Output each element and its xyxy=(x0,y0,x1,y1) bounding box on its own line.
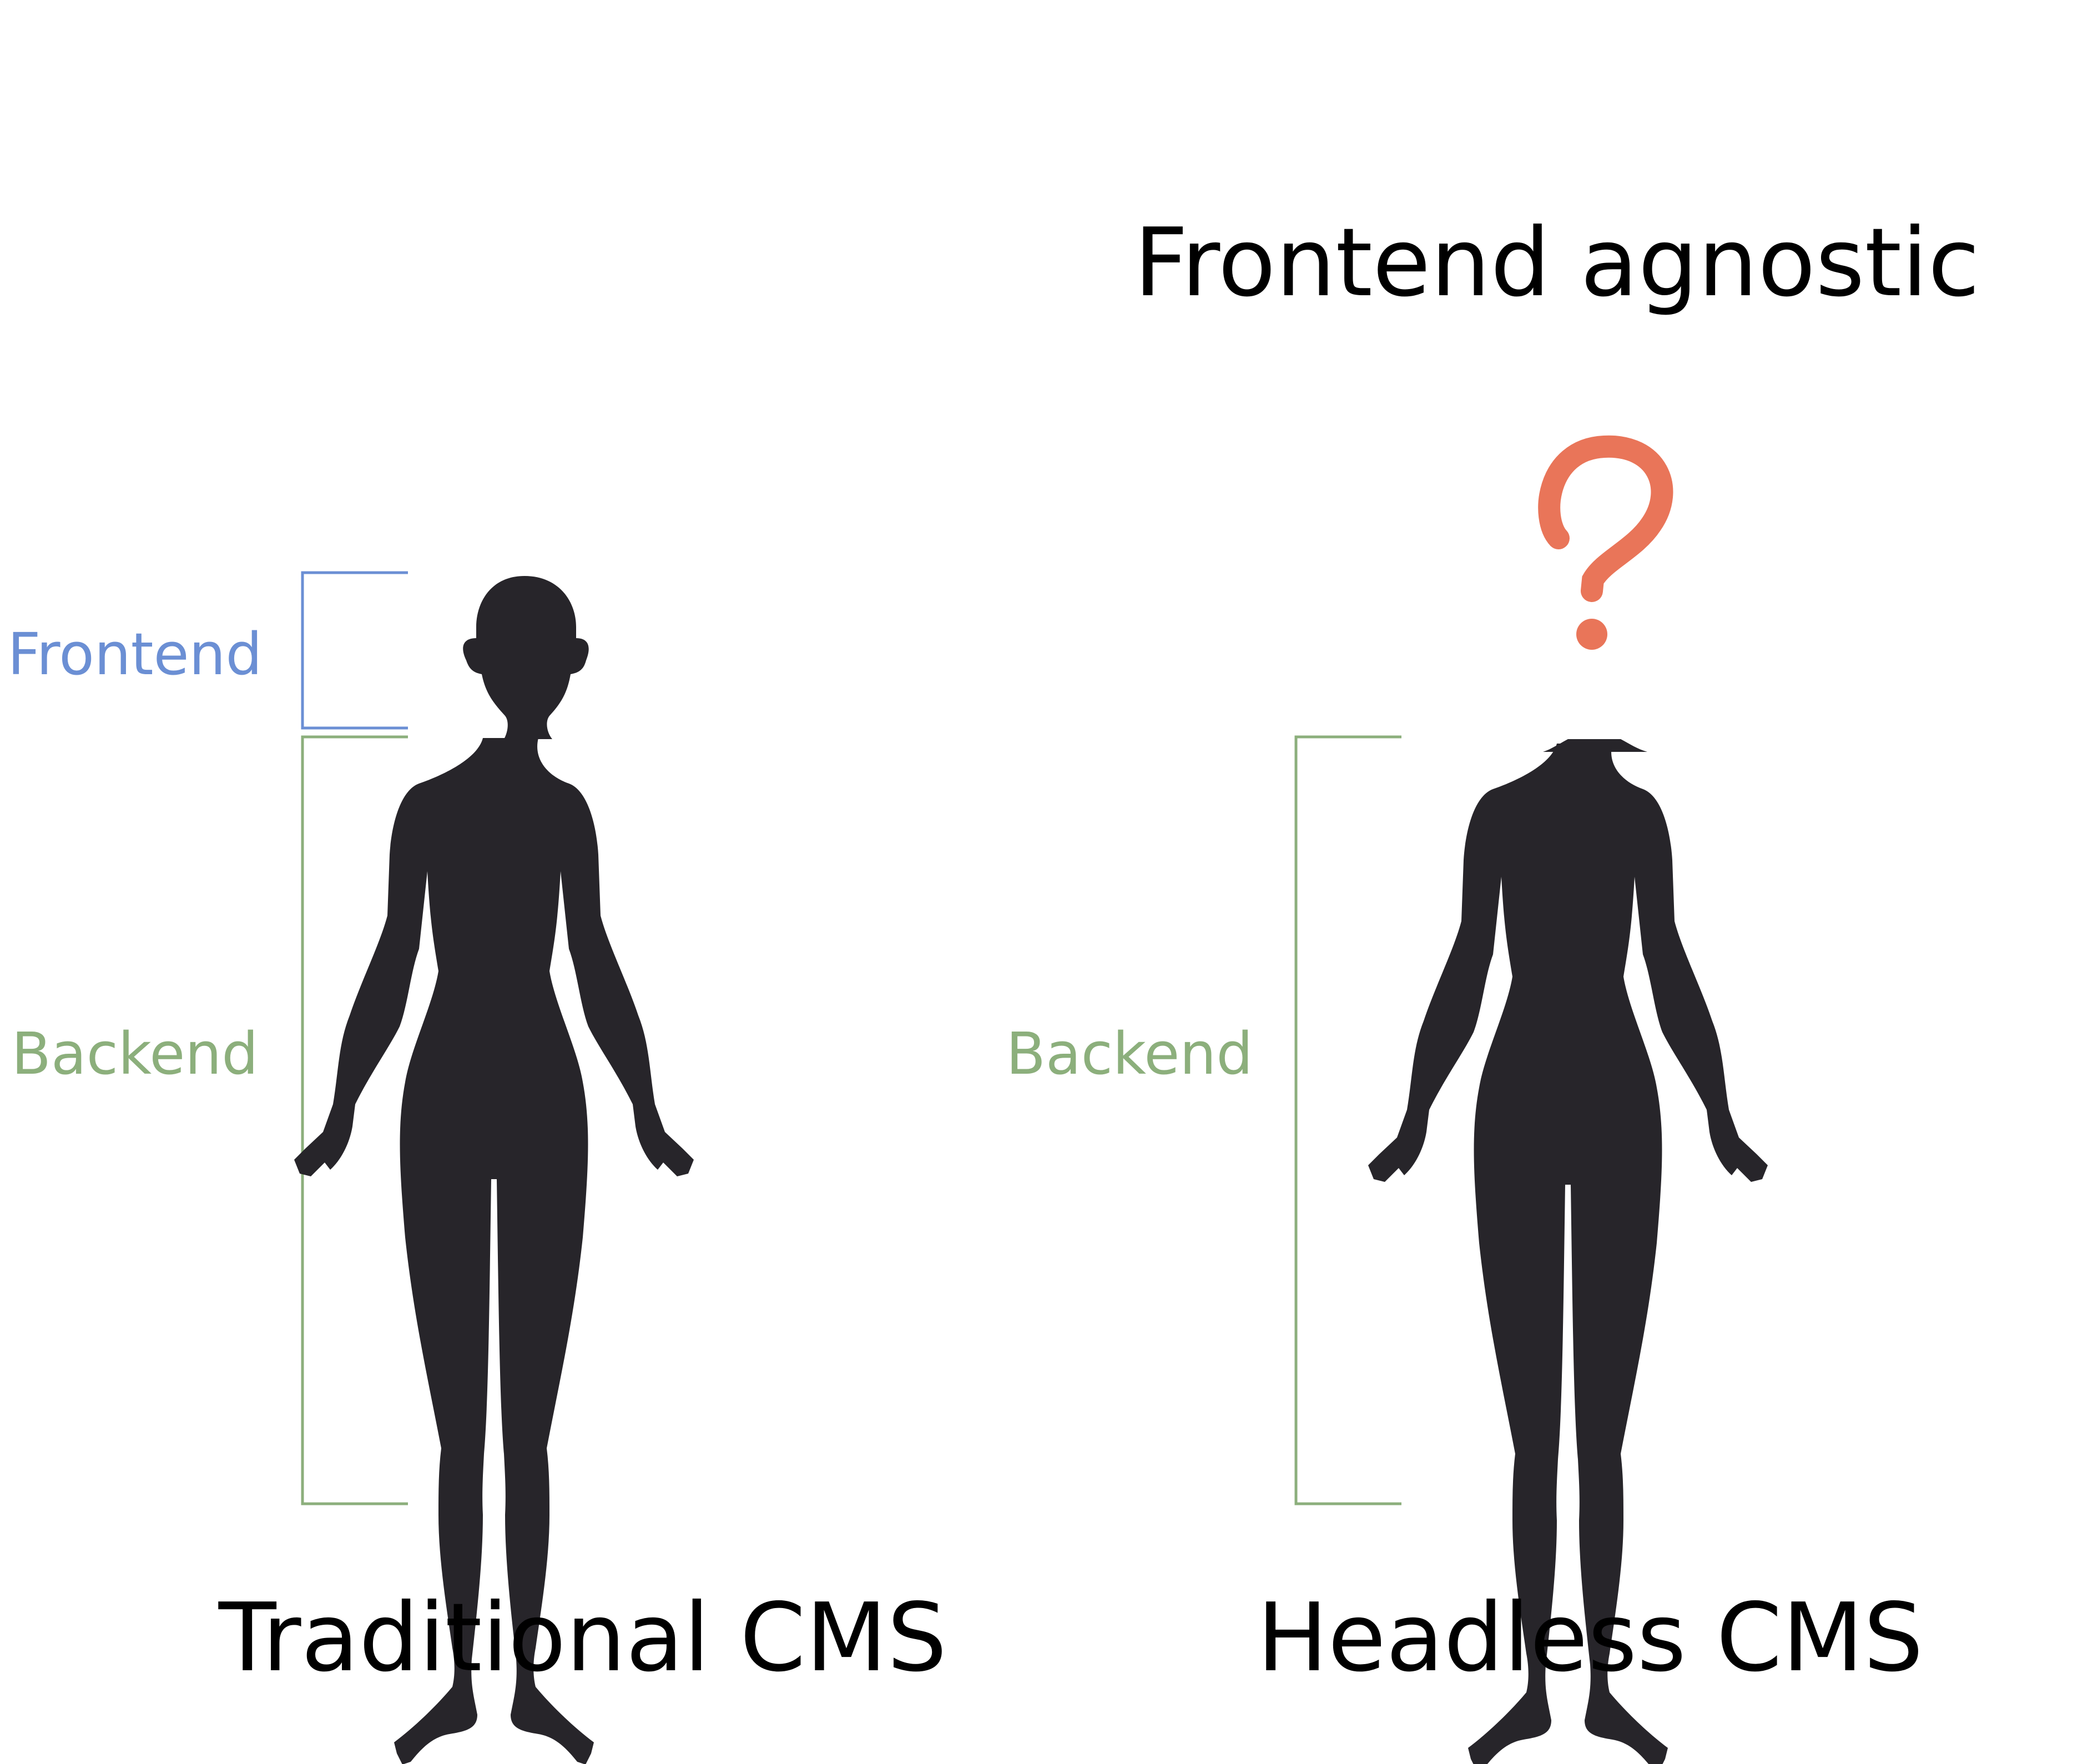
headless-cms-group: Backend Headless CMS xyxy=(1006,435,1924,1764)
frontend-agnostic-label: Frontend agnostic xyxy=(1134,208,1980,318)
question-mark-icon xyxy=(1538,435,1673,650)
traditional-cms-caption: Traditional CMS xyxy=(218,1583,947,1693)
frontend-bracket xyxy=(301,571,408,730)
human-silhouette-icon xyxy=(294,576,694,1764)
backend-label-headless: Backend xyxy=(1006,1020,1253,1088)
backend-bracket-traditional xyxy=(301,735,408,1505)
backend-label-traditional: Backend xyxy=(12,1020,259,1088)
human-silhouette-icon xyxy=(1368,739,1768,1764)
frontend-label: Frontend xyxy=(8,620,263,688)
traditional-cms-group: Frontend Backend Traditional CMS xyxy=(8,571,947,1764)
backend-bracket-headless xyxy=(1294,735,1401,1505)
headless-cms-caption: Headless CMS xyxy=(1257,1583,1924,1693)
